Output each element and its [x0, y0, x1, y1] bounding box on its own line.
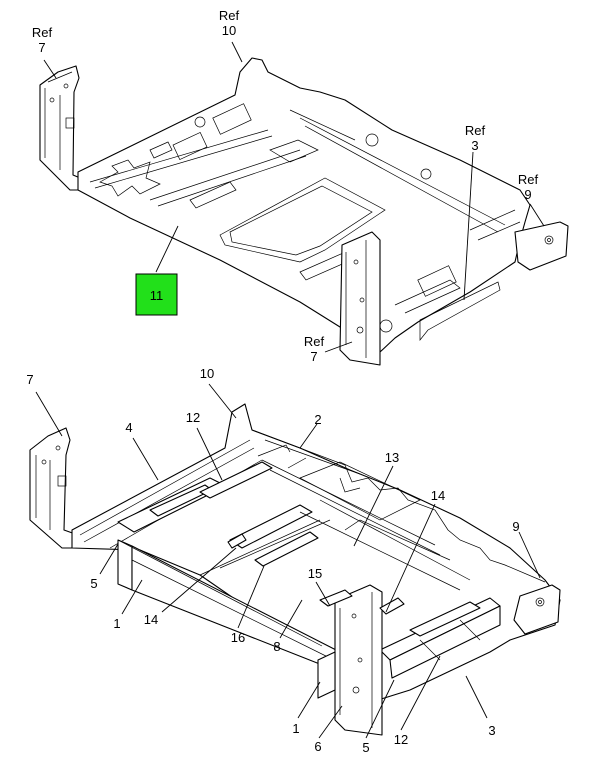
callout-text: Ref: [219, 8, 240, 23]
callout-15: 15: [308, 566, 322, 581]
callout-5: 5: [90, 576, 97, 591]
callout-3: 3: [488, 723, 495, 738]
callout-9: 9: [512, 519, 519, 534]
callout-text: 7: [310, 349, 317, 364]
front-sill: [117, 539, 133, 591]
front-bracket-top: [339, 231, 381, 366]
right-bracket-bottom: [513, 584, 561, 635]
callout-text: 10: [222, 23, 236, 38]
callout-12: 12: [186, 410, 200, 425]
callout-text: 11: [150, 288, 164, 303]
front-bracket-bottom: [334, 584, 383, 736]
callout-16: 16: [231, 630, 245, 645]
callout-1: 1: [113, 616, 120, 631]
callout-1-lower: 1: [292, 721, 299, 736]
callout-12-lower: 12: [394, 732, 408, 747]
highlight-box[interactable]: [135, 273, 178, 316]
callout-ref7-bottom: Ref 7: [304, 334, 325, 364]
right-bracket-top: [514, 221, 569, 271]
callout-13: 13: [385, 450, 399, 465]
callout-ref3: Ref 3: [465, 123, 486, 153]
callout-ref10: Ref 10: [219, 8, 240, 38]
callout-10: 10: [200, 366, 214, 381]
left-bracket-top: [39, 65, 86, 191]
callout-11-highlight[interactable]: 11: [135, 273, 178, 316]
floor-pan-assembly: [39, 57, 569, 366]
callout-2: 2: [314, 412, 321, 427]
callout-4: 4: [125, 420, 132, 435]
floor-pan-panel: [77, 57, 531, 353]
callout-text: 7: [38, 40, 45, 55]
callout-text: Ref: [518, 172, 539, 187]
callout-text: 3: [471, 138, 478, 153]
left-bracket-bottom: [29, 427, 79, 549]
callout-ref9: Ref 9: [518, 172, 539, 202]
callout-text: 9: [524, 187, 531, 202]
callout-text: Ref: [465, 123, 486, 138]
callout-8: 8: [273, 639, 280, 654]
callout-14: 14: [431, 488, 445, 503]
callout-6: 6: [314, 739, 321, 754]
leader-lines: [35, 41, 545, 739]
callout-ref7-top: Ref 7: [32, 25, 53, 55]
callout-text: Ref: [32, 25, 53, 40]
callout-5-lower: 5: [362, 740, 369, 755]
callout-text: Ref: [304, 334, 325, 349]
frame-assembly: [29, 403, 561, 736]
callout-7: 7: [26, 372, 33, 387]
callout-14-left: 14: [144, 612, 158, 627]
